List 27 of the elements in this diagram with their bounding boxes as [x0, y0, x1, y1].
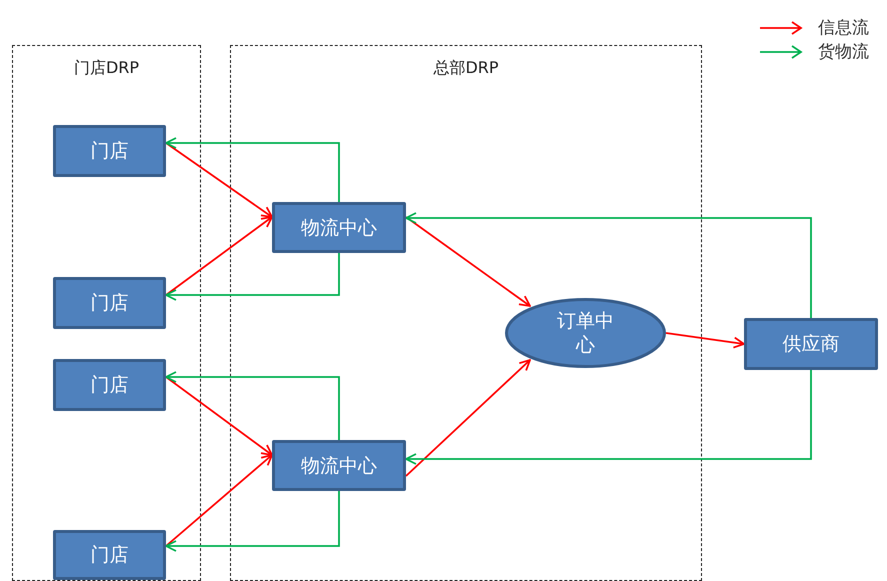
- region-title: 总部DRP: [433, 58, 499, 79]
- arrow: [165, 371, 340, 440]
- arrow: [165, 137, 340, 202]
- arrow: [405, 370, 812, 465]
- process-box: 物流中心: [272, 440, 406, 491]
- arrow: [165, 142, 273, 218]
- arrow: [165, 454, 273, 547]
- process-box: 门店: [53, 277, 166, 329]
- arrow: [405, 212, 812, 318]
- legend-label: 货物流: [818, 41, 869, 63]
- arrow: [666, 332, 745, 348]
- process-ellipse: 订单中心: [505, 298, 666, 368]
- process-box: 门店: [53, 125, 166, 177]
- process-box: 门店: [53, 530, 166, 580]
- process-box: 物流中心: [272, 202, 406, 253]
- arrow: [405, 359, 531, 477]
- region-title: 门店DRP: [74, 58, 140, 79]
- arrow: [165, 253, 340, 301]
- dashed-region: [230, 45, 702, 581]
- dashed-region: [12, 45, 201, 581]
- arrow: [165, 491, 340, 552]
- process-box: 供应商: [744, 318, 878, 370]
- arrow: [165, 376, 273, 456]
- legend-label: 信息流: [818, 17, 869, 39]
- process-box: 门店: [53, 359, 166, 411]
- arrow: [165, 216, 273, 296]
- arrow: [405, 216, 531, 307]
